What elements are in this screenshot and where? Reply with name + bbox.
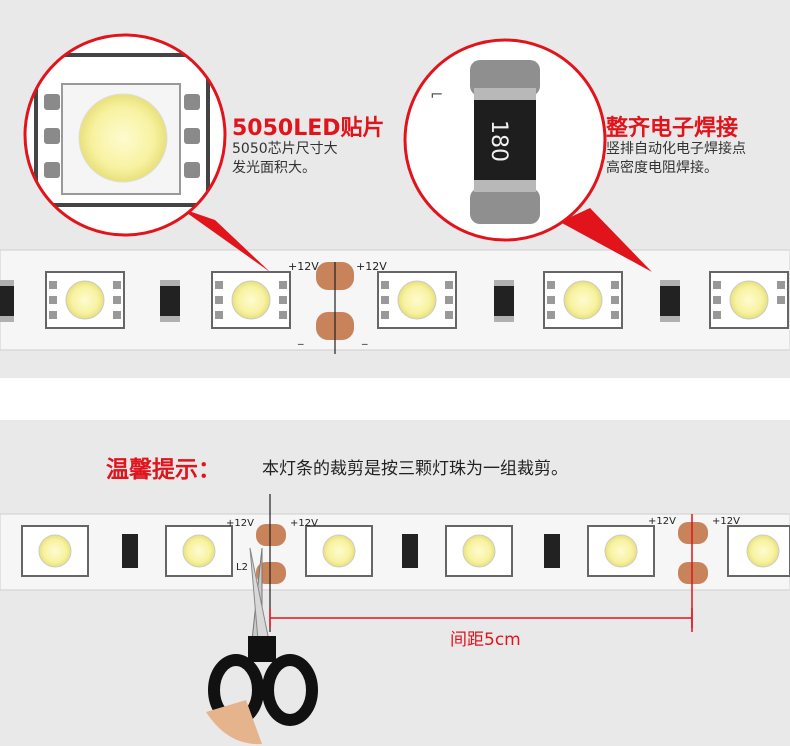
resistor-code: 180	[486, 120, 511, 162]
callout-title-led: 5050LED贴片	[232, 116, 385, 141]
minus-label: _	[361, 332, 368, 345]
resistor	[660, 280, 680, 322]
led-chip	[445, 525, 513, 577]
voltage-label: +12V	[648, 516, 676, 527]
led-chip	[543, 271, 623, 329]
resistor	[0, 280, 14, 322]
callout-title-solder: 整齐电子焊接	[606, 116, 739, 141]
led-chip	[727, 525, 790, 577]
minus-label: _	[297, 332, 304, 345]
callout-pointer-left	[180, 208, 270, 272]
led-strip-bottom: +12V +12V +12V +12V L2	[0, 513, 790, 591]
tip-text: 本灯条的裁剪是按三颗灯珠为一组裁剪。	[262, 459, 568, 479]
voltage-label: +12V	[356, 260, 387, 273]
board-mark: L2	[236, 562, 248, 573]
voltage-label: +12V	[290, 518, 318, 529]
voltage-label: +12V	[712, 516, 740, 527]
resistor	[494, 280, 514, 322]
callout-pointer-right	[560, 208, 652, 272]
led-chip	[377, 271, 457, 329]
top-illustration: +12V +12V _ _	[0, 33, 790, 354]
led-chip	[305, 525, 373, 577]
led-chip	[165, 525, 233, 577]
callout-desc-solder: 竖排自动化电子焊接点 高密度电阻焊接。	[606, 141, 746, 176]
voltage-label: +12V	[226, 518, 254, 529]
led-chip	[21, 525, 89, 577]
led-chip	[45, 271, 125, 329]
callout-desc-led: 5050芯片尺寸大 发光面积大。	[232, 141, 338, 176]
resistor	[160, 280, 180, 322]
led-chip	[587, 525, 655, 577]
spacing-label: 间距5cm	[450, 630, 521, 650]
led-chip	[211, 271, 291, 329]
resistor	[544, 534, 560, 568]
copper-cut-pads	[256, 522, 708, 584]
tip-title: 温馨提示：	[106, 457, 221, 483]
resistor	[122, 534, 138, 568]
resistor-magnified: 180 ⌐	[403, 38, 607, 242]
resistor	[402, 534, 418, 568]
led-strip-top: +12V +12V _ _	[0, 249, 790, 354]
voltage-label: +12V	[288, 260, 319, 273]
scissors-icon	[206, 547, 318, 745]
led-chip	[709, 271, 789, 329]
copper-cut-pads	[316, 262, 354, 354]
led-chip-magnified	[23, 33, 227, 237]
svg-text:⌐: ⌐	[430, 85, 443, 104]
